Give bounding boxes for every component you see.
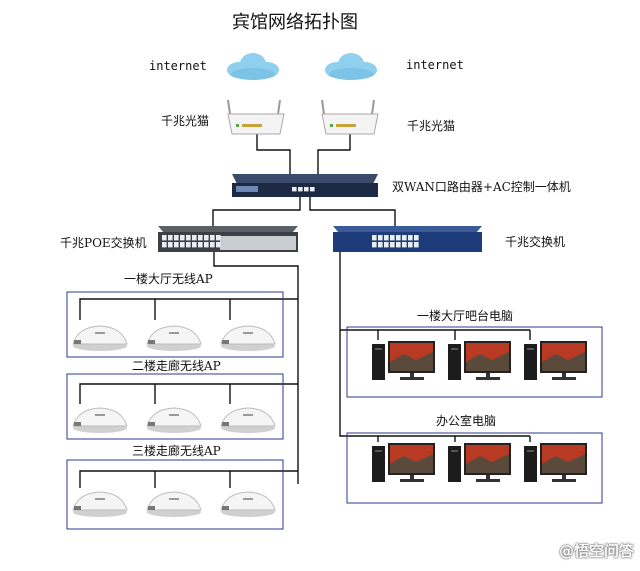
modem-icon-right — [321, 99, 379, 135]
port — [198, 235, 203, 241]
port — [408, 235, 413, 241]
diagram-title: 宾馆网络拓扑图 — [232, 12, 358, 33]
computers — [372, 341, 587, 482]
cloud-icon-right — [325, 53, 377, 80]
computer-icon — [524, 341, 587, 380]
port — [216, 242, 221, 248]
port — [204, 242, 209, 248]
port — [310, 187, 315, 192]
computer-icon — [448, 443, 511, 482]
port — [210, 242, 215, 248]
ap-group-box-2 — [66, 373, 284, 440]
cloud-icon-left — [227, 53, 279, 80]
switch-label: 千兆交换机 — [505, 235, 566, 249]
ap-group-box-3 — [66, 459, 284, 530]
pc-group-box-2 — [346, 432, 603, 504]
port — [292, 187, 297, 192]
port — [414, 235, 419, 241]
ap-group-label-1: 一楼大厅无线AP — [124, 272, 213, 286]
port — [162, 242, 167, 248]
port — [378, 242, 383, 248]
port — [180, 235, 185, 241]
port — [396, 242, 401, 248]
router-icon — [232, 174, 378, 197]
access-point-icon — [220, 491, 276, 517]
access-point-icon — [220, 407, 276, 433]
port — [216, 235, 221, 241]
switch-ports — [372, 235, 419, 248]
port — [192, 235, 197, 241]
port — [168, 235, 173, 241]
switch-icon — [333, 226, 482, 252]
port — [162, 235, 167, 241]
port — [408, 242, 413, 248]
port — [174, 235, 179, 241]
access-point-icon — [146, 407, 202, 433]
modem-label-left: 千兆光猫 — [161, 114, 210, 128]
access-point-icon — [146, 491, 202, 517]
port — [402, 242, 407, 248]
port — [390, 242, 395, 248]
port — [180, 242, 185, 248]
pc-group-label-1: 一楼大厅吧台电脑 — [417, 309, 514, 323]
port — [396, 235, 401, 241]
port — [402, 235, 407, 241]
poe-switch-label: 千兆POE交换机 — [60, 236, 147, 250]
access-point-icon — [72, 491, 128, 517]
router-ports — [292, 187, 315, 192]
port — [298, 187, 303, 192]
computer-icon — [372, 443, 435, 482]
port — [390, 235, 395, 241]
router-label: 双WAN口路由器+AC控制一体机 — [392, 180, 571, 194]
port — [186, 235, 191, 241]
modem-icon-left — [227, 99, 285, 135]
access-point-icon — [72, 407, 128, 433]
computer-icon — [372, 341, 435, 380]
port — [378, 235, 383, 241]
port — [210, 235, 215, 241]
port — [384, 242, 389, 248]
computer-icon — [448, 341, 511, 380]
port — [304, 187, 309, 192]
port — [186, 242, 191, 248]
port — [174, 242, 179, 248]
ap-group-label-2: 二楼走廊无线AP — [132, 359, 221, 373]
port — [204, 235, 209, 241]
connection-lines — [79, 133, 531, 488]
port — [198, 242, 203, 248]
port — [414, 242, 419, 248]
computer-icon — [524, 443, 587, 482]
internet-label-left: internet — [149, 59, 207, 73]
pc-group-label-2: 办公室电脑 — [436, 414, 497, 428]
access-points — [72, 325, 276, 517]
port — [192, 242, 197, 248]
poe-switch-icon — [158, 226, 298, 252]
port — [372, 242, 377, 248]
ap-group-label-3: 三楼走廊无线AP — [132, 444, 221, 458]
port — [168, 242, 173, 248]
pc-group-box-1 — [346, 326, 603, 398]
poe-switch-ports — [162, 235, 221, 248]
access-point-icon — [220, 325, 276, 351]
modem-label-right: 千兆光猫 — [407, 119, 456, 133]
access-point-icon — [72, 325, 128, 351]
internet-label-right: internet — [406, 58, 464, 72]
access-point-icon — [146, 325, 202, 351]
port — [384, 235, 389, 241]
port — [372, 235, 377, 241]
watermark-label: @悟空问答 — [558, 542, 634, 560]
ap-group-box-1 — [66, 291, 284, 358]
